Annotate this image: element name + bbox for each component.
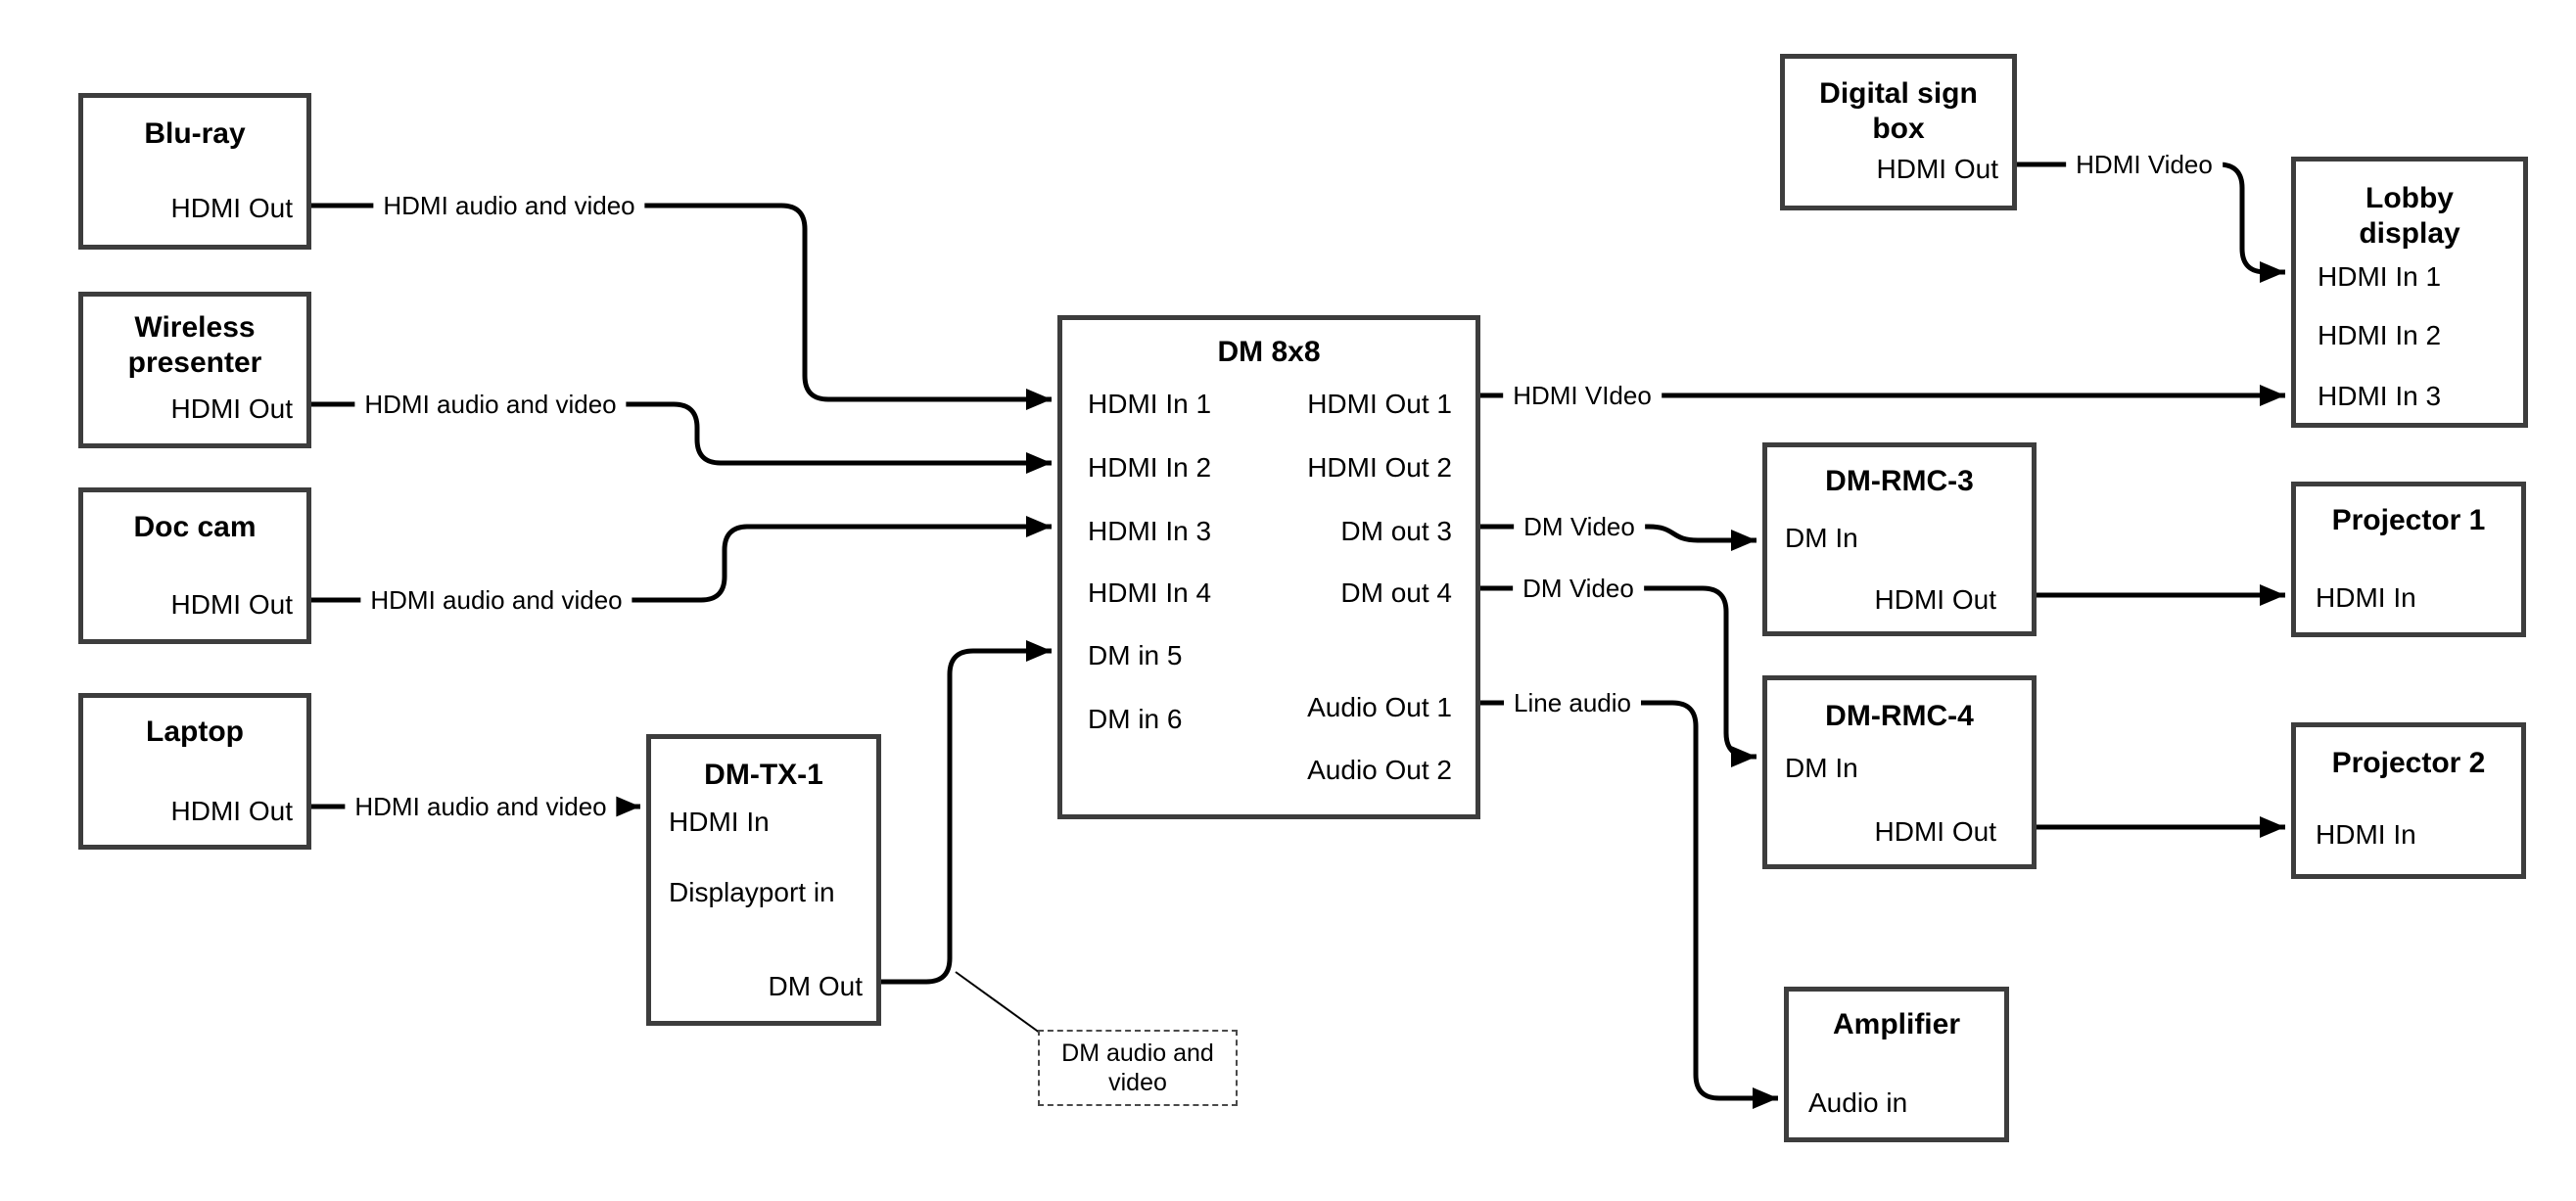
port-hdmi-out-2: HDMI Out 2	[1307, 452, 1452, 483]
wire-label-hdmi-video: HDMI VIdeo	[1503, 381, 1662, 410]
node-dm-rmc-3: DM-RMC-3 DM In HDMI Out	[1762, 442, 2037, 636]
port-audio-out-1: Audio Out 1	[1307, 692, 1452, 722]
port-hdmi-in-1: HDMI In 1	[1088, 389, 1212, 419]
node-title: Projector 2	[2331, 747, 2486, 779]
node-laptop: Laptop HDMI Out	[78, 693, 311, 850]
node-title: Amplifier	[1832, 1008, 1961, 1040]
port-hdmi-in: HDMI In	[2316, 582, 2416, 613]
port-dm-out: DM Out	[768, 971, 863, 1001]
port-dm-in: DM In	[1785, 753, 1858, 783]
port-hdmi-in-1: HDMI In 1	[2318, 261, 2442, 292]
node-title: Doc cam	[133, 511, 257, 543]
port-hdmi-out: HDMI Out	[1874, 584, 1996, 615]
node-lobby-display: Lobby display HDMI In 1 HDMI In 2 HDMI I…	[2291, 157, 2528, 428]
node-title: Laptop	[146, 716, 244, 748]
node-title: DM 8x8	[1217, 336, 1321, 368]
wire-label-dm-video: DM Video	[1514, 512, 1645, 541]
port-hdmi-in-2: HDMI In 2	[2318, 320, 2442, 350]
port-dm-in-6: DM in 6	[1088, 704, 1183, 734]
wire-label-line-audio: Line audio	[1504, 688, 1641, 717]
node-amplifier: Amplifier Audio in	[1784, 987, 2009, 1142]
port-dm-out-3: DM out 3	[1340, 516, 1452, 546]
port-hdmi-in-2: HDMI In 2	[1088, 452, 1212, 483]
port-hdmi-out: HDMI Out	[170, 393, 293, 424]
node-title: DM-RMC-3	[1825, 465, 1974, 497]
node-projector-1: Projector 1 HDMI In	[2291, 482, 2526, 637]
node-title: Lobby display	[2359, 182, 2460, 250]
port-hdmi-in-3: HDMI In 3	[2318, 381, 2442, 411]
node-projector-2: Projector 2 HDMI In	[2291, 722, 2526, 879]
node-digital-sign-box: Digital sign box HDMI Out	[1780, 54, 2017, 210]
node-title: Digital sign box	[1819, 77, 1978, 145]
callout-dm-audio-and-video: DM audio and video	[1038, 1030, 1238, 1106]
node-dm-tx-1: DM-TX-1 HDMI In Displayport in DM Out	[646, 734, 881, 1026]
port-hdmi-out: HDMI Out	[170, 193, 293, 223]
port-audio-out-2: Audio Out 2	[1307, 755, 1452, 785]
node-title: Projector 1	[2331, 504, 2486, 536]
node-dm-rmc-4: DM-RMC-4 DM In HDMI Out	[1762, 675, 2037, 869]
port-hdmi-in: HDMI In	[2316, 819, 2416, 850]
port-hdmi-out-1: HDMI Out 1	[1307, 389, 1452, 419]
port-dm-in: DM In	[1785, 523, 1858, 553]
port-hdmi-in: HDMI In	[669, 807, 770, 837]
port-hdmi-in-3: HDMI In 3	[1088, 516, 1212, 546]
node-dm-8x8: DM 8x8 HDMI In 1 HDMI In 2 HDMI In 3 HDM…	[1057, 315, 1480, 819]
wire-label-hdmi-audio-and-video: HDMI audio and video	[360, 585, 632, 615]
node-blu-ray: Blu-ray HDMI Out	[78, 93, 311, 250]
port-hdmi-out: HDMI Out	[170, 796, 293, 826]
port-hdmi-out: HDMI Out	[1876, 154, 1998, 184]
wire-dm8x8-dm-out-3-to-dmrmc3-dm-in	[1480, 524, 1756, 551]
wire-label-hdmi-audio-and-video: HDMI audio and video	[373, 191, 645, 220]
node-wireless-presenter: Wireless presenter HDMI Out	[78, 292, 311, 448]
node-doc-cam: Doc cam HDMI Out	[78, 487, 311, 644]
wire-doccam-to-dm8x8-hdmi-in-3	[311, 516, 1052, 603]
wire-label-hdmi-audio-and-video: HDMI audio and video	[354, 390, 627, 419]
port-dm-out-4: DM out 4	[1340, 577, 1452, 608]
port-dm-in-5: DM in 5	[1088, 640, 1183, 670]
callout-leader-line	[955, 971, 1045, 1037]
wire-label-hdmi-video: HDMI Video	[2066, 150, 2223, 179]
node-title: DM-RMC-4	[1825, 700, 1974, 732]
port-hdmi-out: HDMI Out	[170, 589, 293, 620]
wire-signbox-to-lobby-hdmi-in-1	[2017, 162, 2285, 283]
wire-dm8x8-audio-out-1-to-amp-audio-in	[1480, 700, 1778, 1109]
node-title: DM-TX-1	[704, 759, 823, 791]
port-hdmi-in-4: HDMI In 4	[1088, 577, 1212, 608]
wire-label-hdmi-audio-and-video: HDMI audio and video	[345, 792, 617, 821]
port-audio-in: Audio in	[1808, 1087, 1908, 1118]
node-title: Wireless presenter	[127, 311, 262, 379]
wire-dmtx1-to-dm8x8-dm-in-5	[881, 640, 1052, 985]
port-hdmi-out: HDMI Out	[1874, 816, 1996, 847]
node-title: Blu-ray	[144, 117, 246, 150]
port-displayport-in: Displayport in	[669, 877, 835, 907]
wire-label-dm-video: DM Video	[1513, 574, 1644, 603]
wire-wireless-to-dm8x8-hdmi-in-2	[311, 401, 1052, 474]
wire-dm8x8-dm-out-4-to-dmrmc4-dm-in	[1480, 585, 1756, 767]
wire-bluray-to-dm8x8-hdmi-in-1	[311, 203, 1052, 410]
